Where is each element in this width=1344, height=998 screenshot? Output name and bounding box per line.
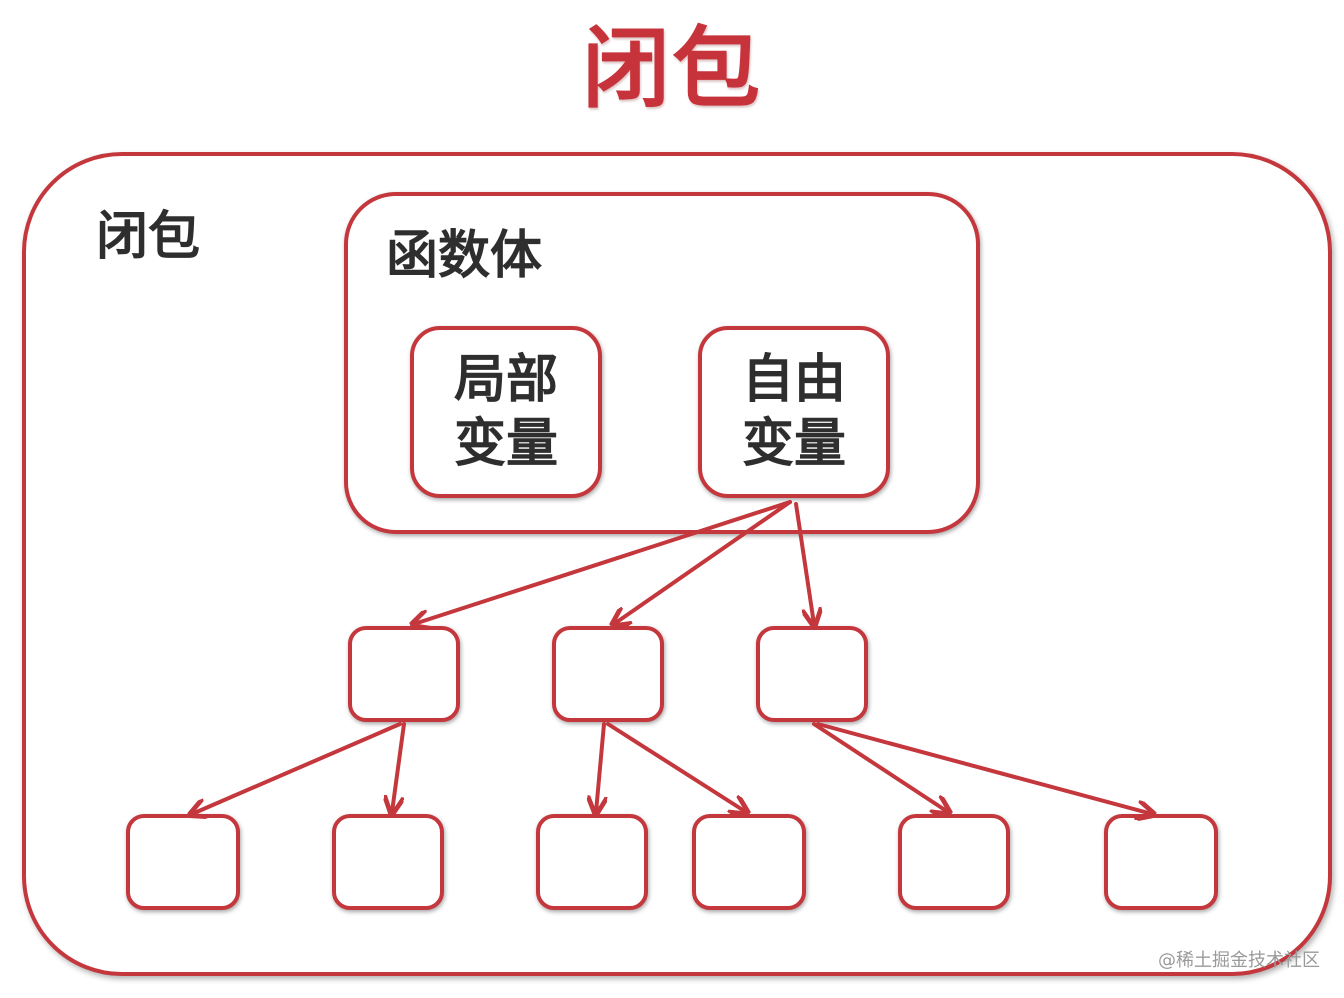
local-variables-label: 局部 变量 — [410, 348, 602, 476]
scope-node-8 — [898, 814, 1010, 910]
local-variables-box — [410, 326, 602, 498]
scope-node-5 — [332, 814, 444, 910]
scope-node-2 — [552, 626, 664, 722]
scope-node-4 — [126, 814, 240, 910]
watermark: @稀土掘金技术社区 — [1158, 950, 1320, 971]
local-variables-line1: 局部 — [453, 350, 558, 410]
free-variables-line2: 变量 — [741, 414, 846, 474]
free-variables-box — [698, 326, 890, 498]
local-variables-line2: 变量 — [453, 414, 558, 474]
scope-node-1 — [348, 626, 460, 722]
scope-node-9 — [1104, 814, 1218, 910]
scope-node-6 — [536, 814, 648, 910]
scope-node-3 — [756, 626, 868, 722]
closure-box-label: 闭包 — [96, 207, 201, 267]
function-body-label: 函数体 — [386, 226, 543, 286]
scope-node-7 — [692, 814, 806, 910]
free-variables-line1: 自由 — [741, 350, 846, 410]
free-variables-label: 自由 变量 — [698, 348, 890, 476]
page-title: 闭包 — [581, 17, 762, 120]
